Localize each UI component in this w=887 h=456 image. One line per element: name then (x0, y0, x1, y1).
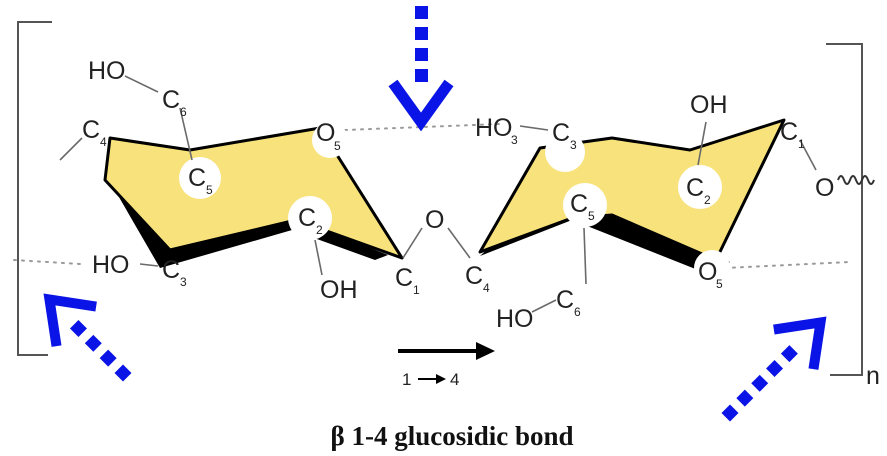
left-c4-label: C (82, 116, 100, 144)
right-ho3-sub: 3 (511, 133, 518, 147)
left-c3-label: C (162, 256, 180, 284)
direction-label-start: 1 (402, 370, 411, 389)
right-ho3-label: HO (475, 114, 513, 142)
diagram-caption: β 1-4 glucosidic bond (330, 421, 573, 451)
left-c6-sub: 6 (180, 105, 187, 119)
right-o5-sub: 5 (716, 277, 723, 291)
left-o5-label: O (316, 119, 335, 147)
right-c1-label: C (780, 118, 798, 146)
blue-arrow-bottom-left (43, 293, 132, 382)
right-c3-sub: 3 (570, 138, 577, 152)
left-c2-label: C (298, 204, 316, 232)
right-c4-sub: 4 (483, 281, 490, 295)
left-c1-label: C (395, 264, 413, 292)
right-c4-label: C (465, 262, 483, 290)
bond-lines (59, 75, 817, 313)
atom-cutouts (179, 122, 730, 286)
right-c6-label: C (556, 286, 574, 314)
left-ho-c6-label: HO (88, 57, 126, 85)
direction-label-end: 4 (450, 370, 459, 389)
blue-arrow-top (388, 6, 454, 132)
left-c6-label: C (162, 86, 180, 114)
hydrogen-bond-right (724, 261, 851, 269)
left-glucose-ring (103, 126, 404, 268)
left-o5-sub: 5 (334, 139, 341, 153)
right-c3-label: C (552, 119, 570, 147)
right-c6-sub: 6 (574, 305, 581, 319)
right-o-link-label: O (815, 174, 834, 202)
hydrogen-bond-left (13, 259, 81, 265)
right-c5-sub: 5 (588, 209, 595, 223)
right-c2-label: C (686, 174, 704, 202)
blue-arrow-bottom-right (721, 316, 827, 422)
left-oh-c2-label: OH (320, 276, 358, 304)
right-c2-sub: 2 (704, 193, 711, 207)
right-ho-c6-label: HO (496, 305, 534, 333)
right-c1-sub: 1 (798, 137, 805, 151)
right-oh-c2-label: OH (690, 91, 728, 119)
left-ho-c3-label: HO (92, 251, 130, 279)
left-c3-sub: 3 (180, 275, 187, 289)
right-glucose-ring (478, 118, 786, 274)
right-o5-label: O (698, 258, 717, 286)
left-c2-sub: 2 (316, 223, 323, 237)
repeat-n-label: n (866, 362, 880, 390)
left-c5-label: C (188, 164, 206, 192)
left-c4-sub: 4 (100, 135, 107, 149)
left-bracket (17, 21, 52, 356)
left-c1-sub: 1 (413, 283, 420, 297)
chain-continuation-squiggle (837, 175, 875, 185)
right-bracket (826, 43, 863, 376)
right-c5-label: C (570, 190, 588, 218)
hydrogen-bond-top (344, 123, 501, 131)
direction-arrow (398, 342, 495, 360)
direction-small-arrow-icon (418, 374, 446, 384)
left-c5-sub: 5 (206, 183, 213, 197)
glycosidic-oxygen-label: O (425, 206, 444, 234)
